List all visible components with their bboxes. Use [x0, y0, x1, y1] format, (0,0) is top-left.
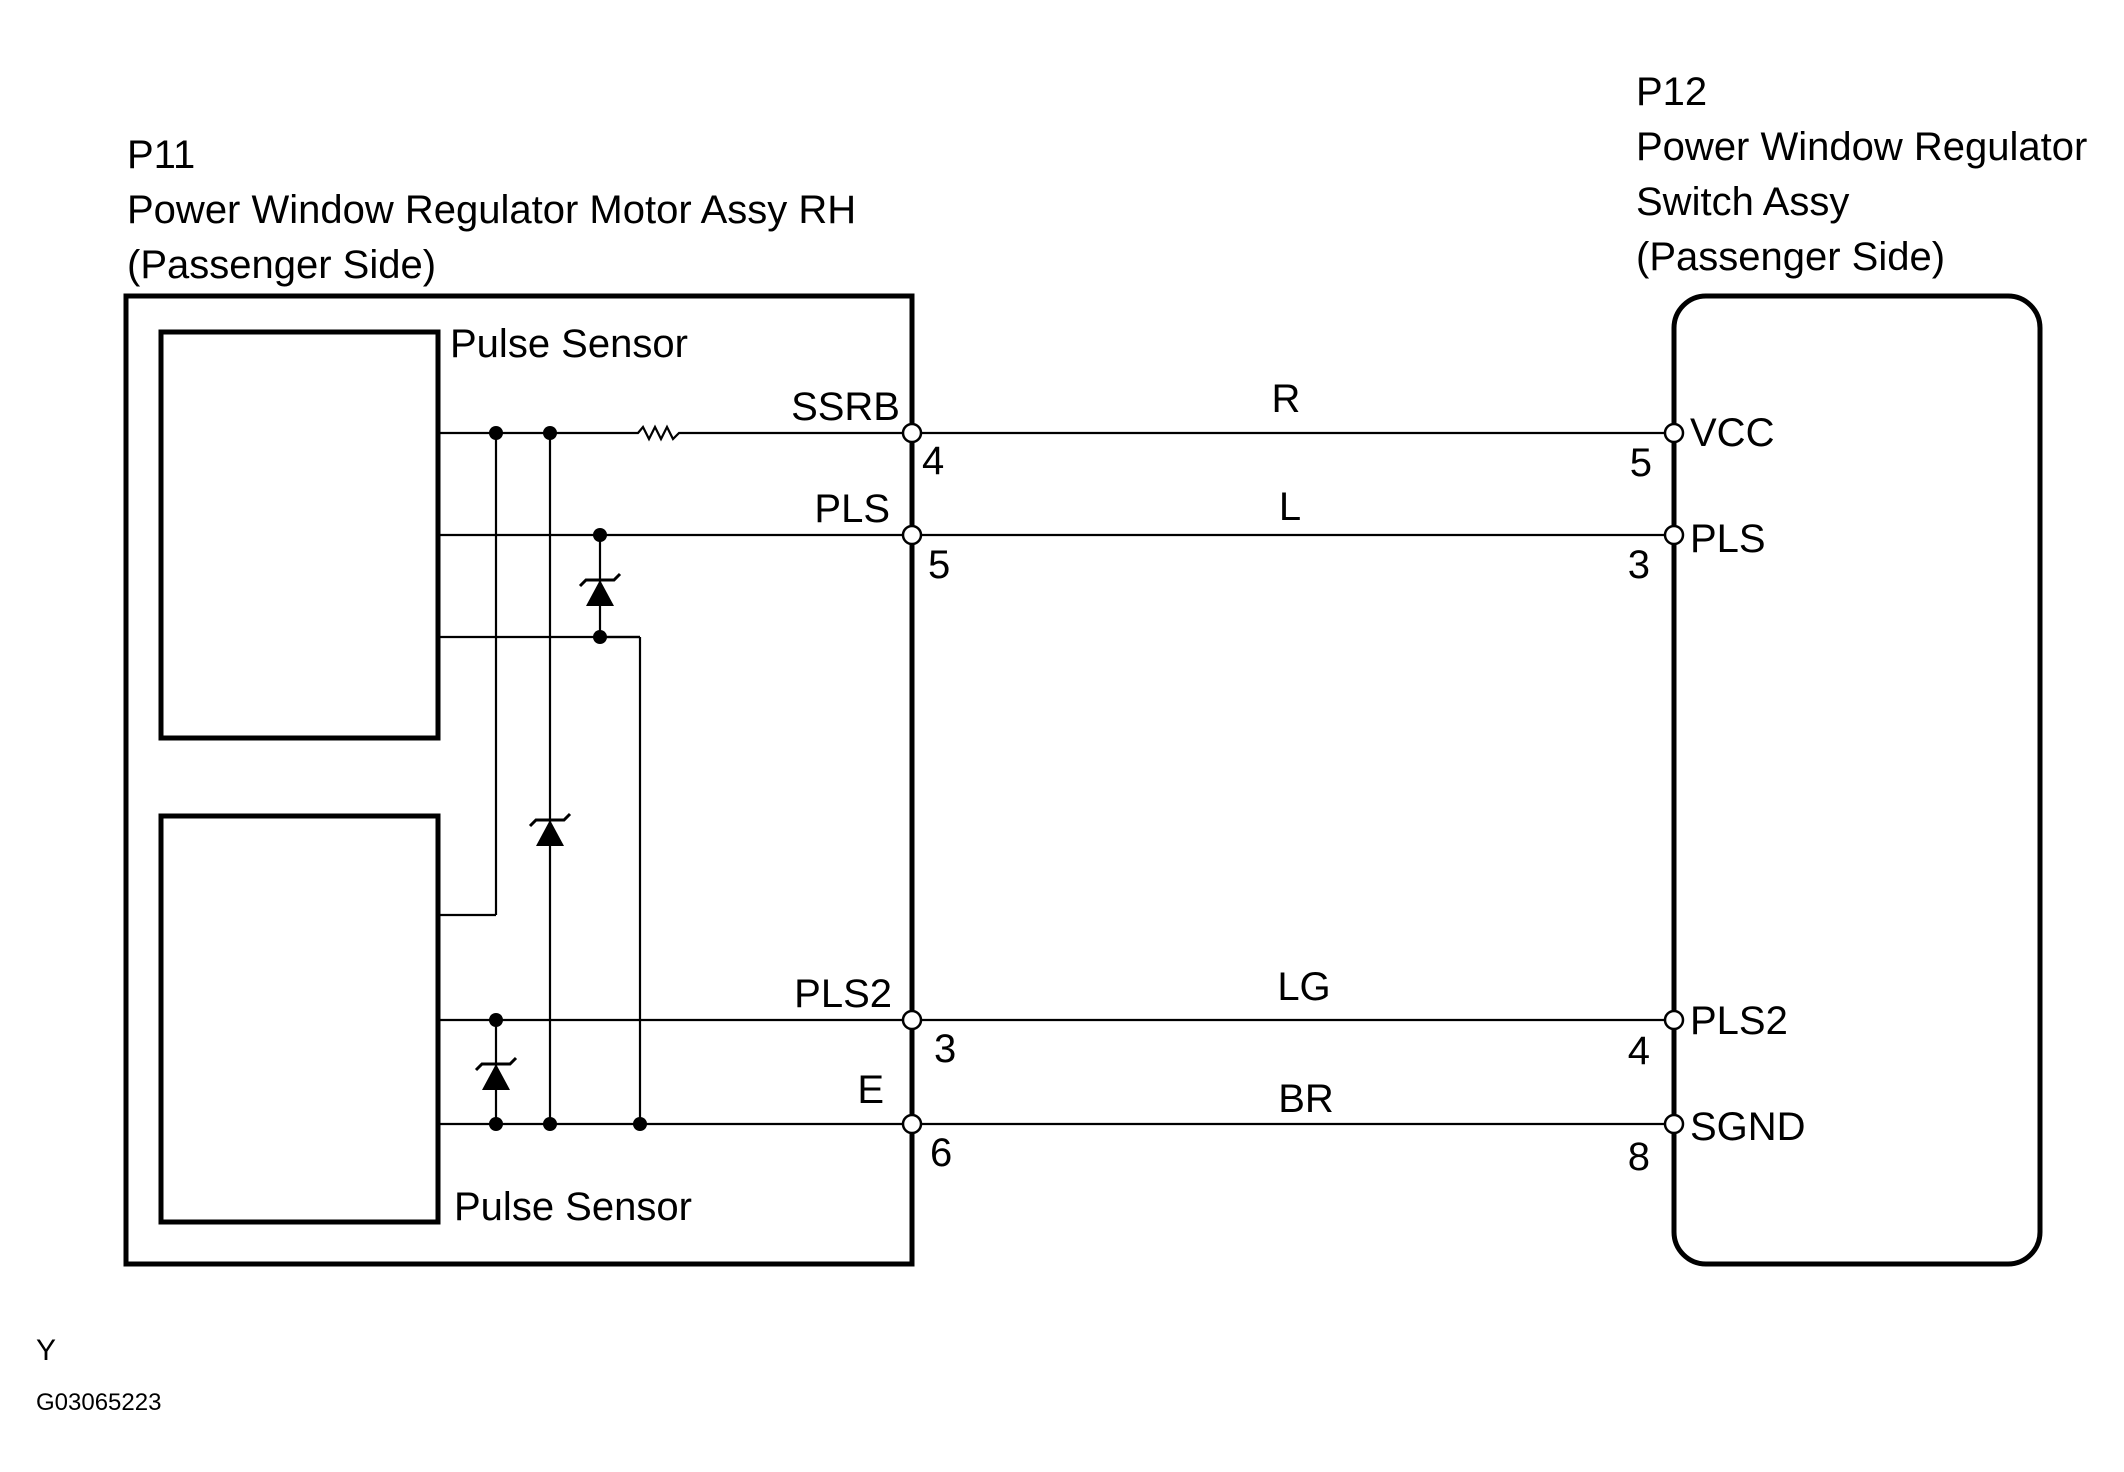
p12-switch-box	[1671, 293, 2043, 1267]
p11-motor-box	[123, 293, 915, 1267]
p12-name-line2: Switch Assy	[1636, 180, 1849, 224]
p11-terminal-5	[901, 524, 923, 546]
zener-diode-middle	[528, 812, 572, 846]
p12-terminal-8	[1663, 1113, 1685, 1135]
wire-color-lg: LG	[1277, 965, 1330, 1009]
p11-name: Power Window Regulator Motor Assy RH	[127, 188, 856, 232]
internal-wiring	[438, 424, 912, 1126]
p11-pin-6: 6	[930, 1131, 952, 1175]
junction-dots	[489, 426, 647, 1131]
wire-color-l: L	[1279, 485, 1301, 529]
p11-pin-4: 4	[922, 439, 944, 483]
zener-diode-lower	[474, 1056, 518, 1090]
wire-color-r: R	[1272, 377, 1301, 421]
pulse-sensor-lower	[158, 813, 441, 1225]
p12-pin-4: 4	[1628, 1029, 1650, 1073]
p12-terminal-3	[1663, 524, 1685, 546]
p12-signal-sgnd: SGND	[1690, 1105, 1806, 1149]
p12-pin-8: 8	[1628, 1135, 1650, 1179]
p12-pin-5: 5	[1630, 441, 1652, 485]
p12-signal-pls2: PLS2	[1690, 999, 1788, 1043]
p12-terminal-5	[1663, 422, 1685, 444]
p11-terminal-4	[901, 422, 923, 444]
p12-code: P12	[1636, 70, 1707, 114]
p12-name-line1: Power Window Regulator	[1636, 125, 2087, 169]
p11-terminal-3	[901, 1009, 923, 1031]
footer-letter: Y	[36, 1334, 56, 1367]
p11-side: (Passenger Side)	[127, 243, 436, 287]
pulse-sensor-upper-label: Pulse Sensor	[450, 322, 688, 366]
p12-terminal-4	[1663, 1009, 1685, 1031]
p11-signal-pls2: PLS2	[794, 972, 892, 1016]
p11-terminal-6	[901, 1113, 923, 1135]
wire-color-br: BR	[1278, 1077, 1334, 1121]
zener-diode-upper	[578, 572, 622, 606]
p11-code: P11	[127, 133, 195, 177]
pulse-sensor-lower-label: Pulse Sensor	[454, 1185, 692, 1229]
p12-signal-pls: PLS	[1690, 517, 1766, 561]
p11-pin-3: 3	[934, 1027, 956, 1071]
pulse-sensor-upper	[158, 329, 441, 741]
p12-side: (Passenger Side)	[1636, 235, 1945, 279]
p12-pin-3: 3	[1628, 543, 1650, 587]
p11-signal-pls: PLS	[814, 487, 890, 531]
p11-signal-ssrb: SSRB	[791, 385, 900, 429]
figure-code: G03065223	[36, 1389, 161, 1416]
p11-signal-e: E	[857, 1068, 884, 1112]
p11-pin-5: 5	[928, 543, 950, 587]
p12-signal-vcc: VCC	[1690, 411, 1774, 455]
